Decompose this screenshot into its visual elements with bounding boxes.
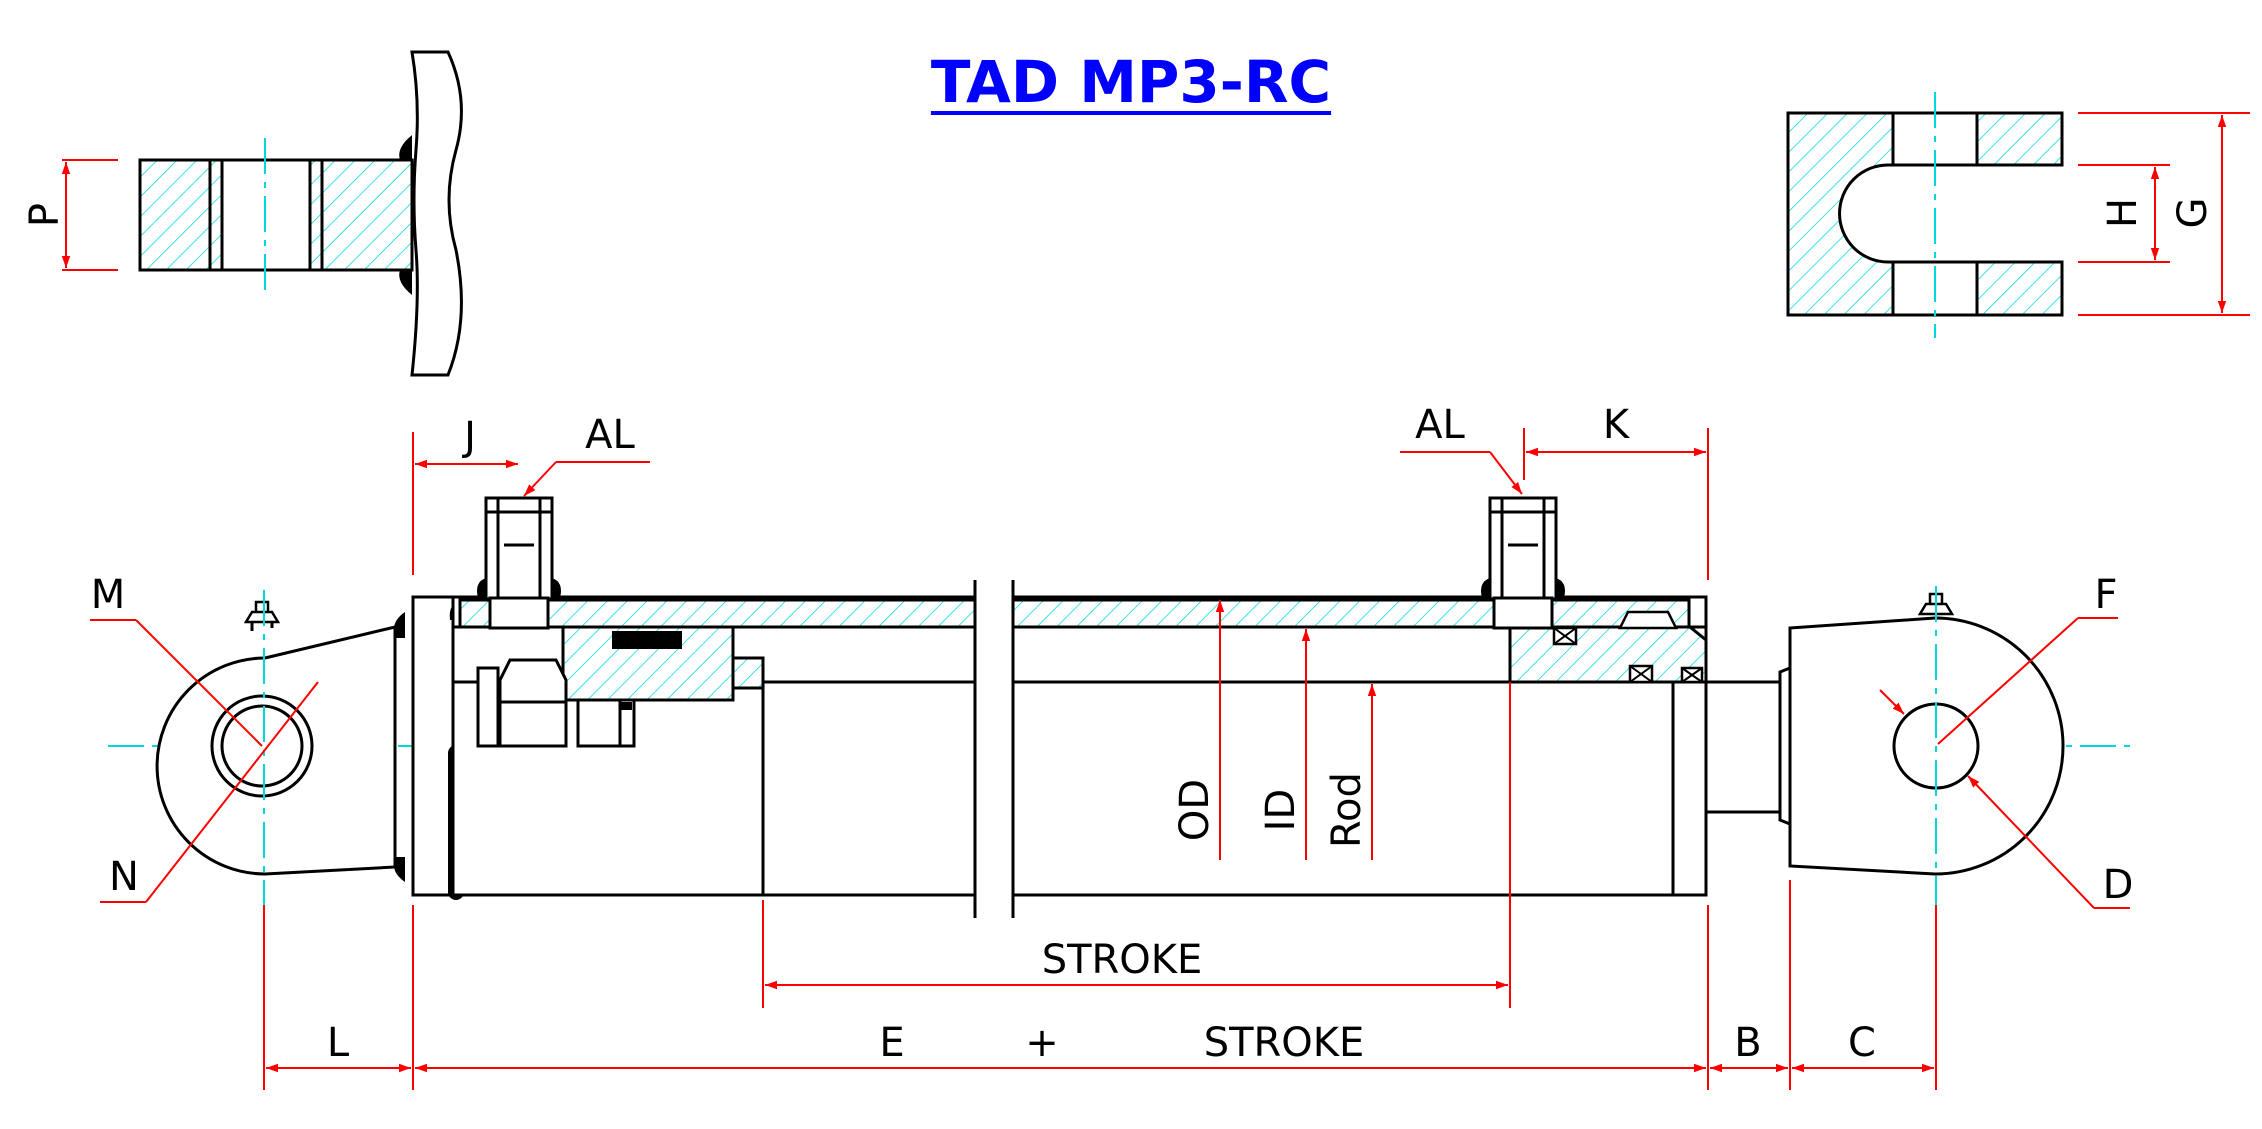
- dim-label-plus: +: [1025, 1020, 1059, 1066]
- front-eye: [1788, 616, 2065, 876]
- dim-label-b: B: [1734, 1020, 1761, 1066]
- piston-rod: [1704, 680, 1782, 814]
- dim-label-k: K: [1603, 402, 1631, 448]
- weld-bottom: [399, 270, 412, 295]
- dim-label-l: L: [327, 1020, 350, 1066]
- dim-label-od: OD: [1172, 779, 1218, 841]
- rear-bushing-outer: [210, 694, 314, 798]
- plate-section: [410, 50, 463, 377]
- dim-label-c: C: [1848, 1020, 1876, 1066]
- cylinder-assembly: [108, 496, 2130, 918]
- dim-label-rod: Rod: [1324, 772, 1370, 848]
- port-front: [1481, 496, 1565, 630]
- clevis-detail-view: H G: [1786, 92, 2250, 338]
- dim-label-m: M: [91, 572, 126, 618]
- clevis-section: [1786, 111, 2064, 317]
- dim-label-p: P: [22, 203, 68, 227]
- pin-detail-view: P: [22, 50, 463, 377]
- weld-top: [399, 135, 412, 160]
- dim-label-h: H: [2100, 198, 2146, 228]
- dim-label-g: G: [2170, 198, 2216, 229]
- dim-label-al-front: AL: [1415, 402, 1465, 448]
- end-cap: [411, 595, 455, 897]
- drawing-title: TAD MP3-RC: [930, 48, 1332, 116]
- dim-label-f: F: [2094, 572, 2117, 618]
- dim-label-e: E: [879, 1020, 904, 1066]
- dim-label-id: ID: [1258, 789, 1304, 832]
- gland-head: [1508, 625, 1708, 684]
- barrel-wall-right: [1011, 598, 1691, 629]
- dim-label-j: J: [461, 414, 476, 460]
- dim-label-d: D: [2103, 862, 2134, 908]
- dim-label-al-rear: AL: [585, 412, 635, 458]
- dimensions: J AL AL K M N F D OD ID Rod: [90, 402, 2133, 1090]
- rear-grease-nipple: [243, 600, 281, 624]
- piston-seal: [612, 631, 682, 649]
- rear-eye: [155, 625, 397, 876]
- dim-label-stroke-total: STROKE: [1204, 1020, 1365, 1066]
- port-rear: [477, 496, 561, 630]
- dim-label-n: N: [109, 854, 139, 900]
- dim-label-stroke: STROKE: [1042, 937, 1203, 983]
- rear-bushing-inner: [220, 704, 304, 788]
